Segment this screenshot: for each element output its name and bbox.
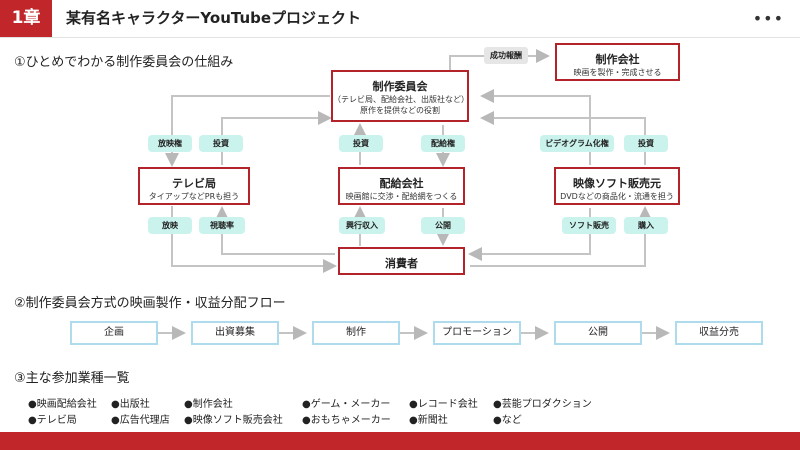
flow-step-promotion: プロモーション: [433, 321, 521, 345]
section-3-title: ③主な参加業種一覧: [14, 371, 130, 386]
tv-desc: タイアップなどPRも担う: [148, 192, 240, 201]
tag-software-sales: ソフト販売: [562, 217, 616, 234]
production-desc: 映画を製作・完成させる: [573, 68, 662, 77]
flow-step-fundraising: 出資募集: [191, 321, 279, 345]
page-title: 某有名キャラクターYouTubeプロジェクト: [66, 9, 362, 27]
header-bar: 1章 某有名キャラクターYouTubeプロジェクト •••: [0, 0, 800, 37]
section-2-title: ②制作委員会方式の映画製作・収益分配フロー: [14, 296, 286, 311]
video-seller-box: 映像ソフト販売元 DVDなどの商品化・流通を担う: [554, 167, 680, 205]
distributor-desc: 映画館に交渉・配給網をつくる: [345, 192, 458, 201]
production-title: 制作会社: [595, 53, 640, 66]
industry-item: ●映画配給会社: [28, 399, 97, 410]
flow-step-planning: 企画: [70, 321, 158, 345]
industry-item: ●など: [493, 415, 522, 426]
section-1-title: ①ひとめでわかる制作委員会の仕組み: [14, 55, 234, 70]
industry-item: ●出版社: [111, 399, 150, 410]
tag-success-fee: 成功報酬: [484, 47, 528, 64]
consumer-title: 消費者: [385, 257, 418, 270]
tag-purchase: 購入: [624, 217, 668, 234]
tv-box: テレビ局 タイアップなどPRも担う: [138, 167, 250, 205]
more-options-icon[interactable]: •••: [752, 9, 784, 28]
industry-item: ●広告代理店: [111, 415, 170, 426]
distributor-title: 配給会社: [379, 177, 424, 190]
tag-broadcast-rights: 放映権: [148, 135, 192, 152]
footer-bar: [0, 432, 800, 450]
chapter-badge: 1章: [0, 0, 52, 37]
video-seller-desc: DVDなどの商品化・流通を担う: [560, 192, 674, 201]
industry-item: ●映像ソフト販売会社: [184, 415, 283, 426]
tag-ratings: 視聴率: [199, 217, 245, 234]
flow-step-production: 制作: [312, 321, 400, 345]
committee-desc-1: （テレビ局、配給会社、出版社など）: [333, 95, 469, 104]
committee-title: 制作委員会: [372, 80, 428, 93]
industry-item: ●新聞社: [409, 415, 448, 426]
committee-box: 制作委員会 （テレビ局、配給会社、出版社など） 原作を提供などの役割: [331, 70, 469, 122]
distributor-box: 配給会社 映画館に交渉・配給網をつくる: [338, 167, 465, 205]
tag-invest-video: 投資: [624, 135, 668, 152]
header-divider: [0, 37, 800, 38]
tag-videogram-rights: ビデオグラム化権: [540, 135, 614, 152]
tag-box-office: 興行収入: [339, 217, 385, 234]
industry-item: ●レコード会社: [409, 399, 478, 410]
tag-invest-tv: 投資: [199, 135, 243, 152]
tag-dist-rights: 配給権: [421, 135, 465, 152]
industry-item: ●テレビ局: [28, 415, 77, 426]
tv-title: テレビ局: [172, 177, 216, 190]
industry-item: ●芸能プロダクション: [493, 399, 592, 410]
committee-desc-2: 原作を提供などの役割: [360, 106, 440, 115]
flow-step-revenue: 収益分売: [675, 321, 763, 345]
industry-item: ●ゲーム・メーカー: [302, 399, 391, 410]
flow-step-release: 公開: [554, 321, 642, 345]
industry-item: ●おもちゃメーカー: [302, 415, 391, 426]
production-box: 制作会社 映画を製作・完成させる: [555, 43, 680, 81]
consumer-box: 消費者: [338, 247, 465, 275]
industry-item: ●制作会社: [184, 399, 233, 410]
video-seller-title: 映像ソフト販売元: [573, 177, 661, 190]
tag-broadcast: 放映: [148, 217, 192, 234]
tag-invest-dist: 投資: [339, 135, 383, 152]
tag-release: 公開: [421, 217, 465, 234]
